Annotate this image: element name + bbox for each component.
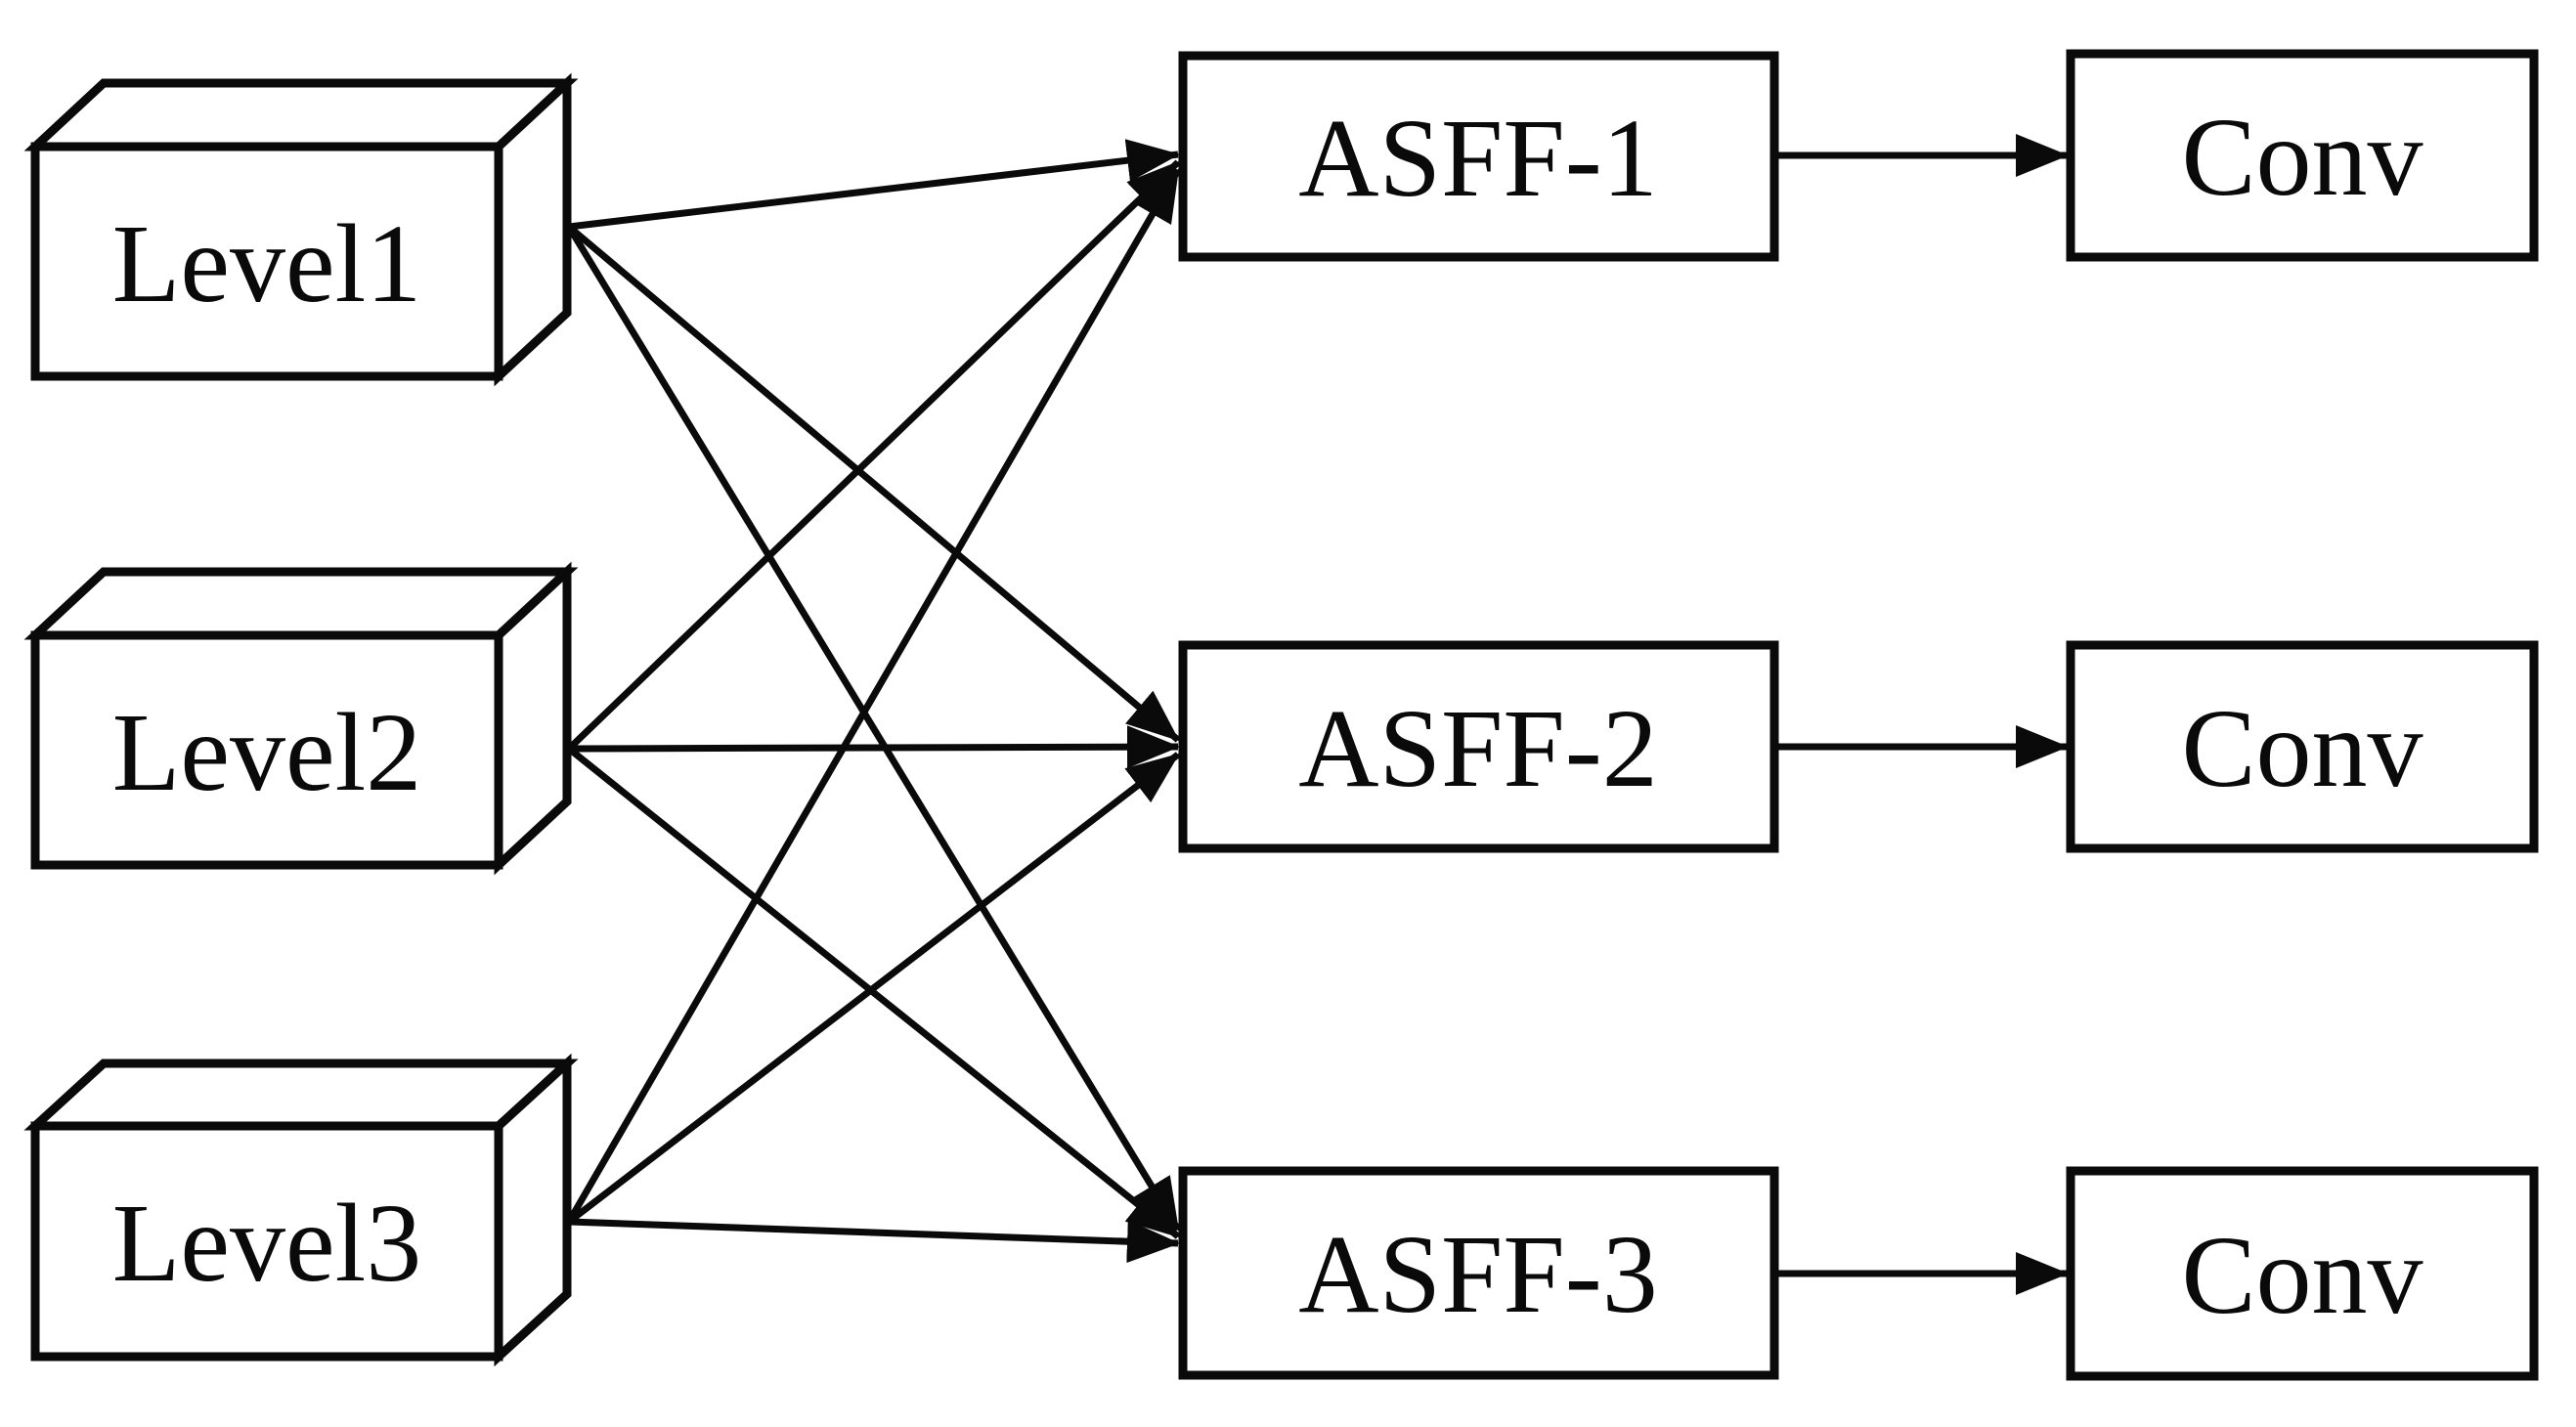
conv1-label: Conv [2181,95,2423,219]
node-asff2: ASFF-2 [1178,640,1779,853]
level3-front-face [30,1121,503,1362]
conv3-label: Conv [2181,1213,2423,1337]
level2-label: Level2 [112,690,422,814]
node-conv2: Conv [2066,640,2539,853]
level3-top-face [23,1059,579,1131]
level2-top-face [23,567,579,640]
node-conv3: Conv [2066,1166,2539,1381]
edge-level1-asff2 [566,224,1181,743]
asff1-label: ASFF-1 [1298,96,1658,220]
edge-level2-asff3 [566,746,1181,1239]
level3-label: Level3 [112,1181,422,1305]
node-level3: Level3 [23,1053,579,1367]
level2-front-face [30,630,503,870]
asff3-label: ASFF-3 [1298,1212,1658,1336]
node-level2: Level2 [23,561,579,876]
level1-label: Level1 [112,201,422,325]
edge-level3-asff3 [568,1218,1180,1264]
node-conv1: Conv [2066,49,2539,262]
asff2-label: ASFF-2 [1298,686,1658,810]
conv2-label: Conv [2181,686,2423,810]
edge-level1-asff3 [566,225,1181,1232]
conv3-box [2066,1166,2539,1381]
node-asff1: ASFF-1 [1178,51,1779,262]
edge-level1-asff1 [568,139,1180,231]
edge-layer [565,134,2069,1295]
level1-front-face [30,142,503,381]
level1-top-face [23,78,579,151]
node-level1: Level1 [23,72,579,387]
conv1-box [2066,49,2539,262]
asff3-box [1178,1166,1779,1380]
asff2-box [1178,640,1779,853]
asff1-box [1178,51,1779,262]
edge-level2-asff1 [566,159,1181,752]
conv2-box [2066,640,2539,853]
edge-level3-asff1 [565,168,1182,1224]
edge-level2-asff2 [568,725,1180,769]
edge-level3-asff2 [566,752,1181,1225]
node-asff3: ASFF-3 [1178,1166,1779,1380]
